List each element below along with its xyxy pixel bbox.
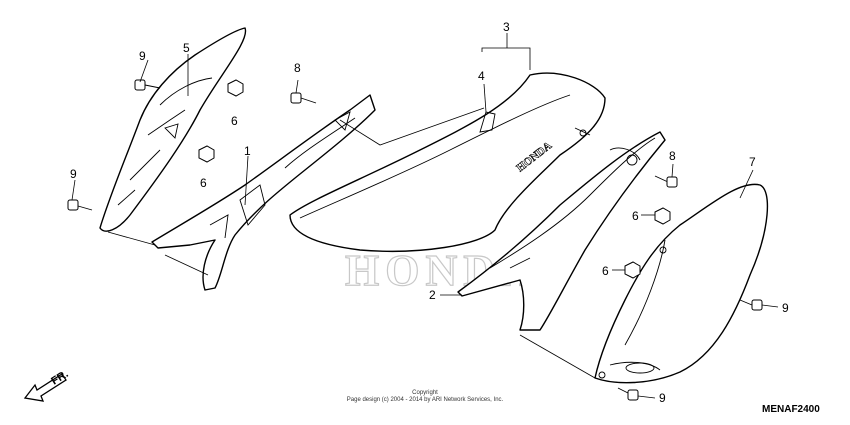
callout-6-c: 6	[632, 209, 639, 223]
copyright-notice: Copyright Page design (c) 2004 - 2014 by…	[290, 390, 560, 404]
callout-6-d: 6	[602, 264, 609, 278]
front-arrow-icon: FR.	[23, 368, 71, 402]
callout-7: 7	[749, 155, 756, 169]
copyright-line-1: Copyright	[412, 390, 438, 396]
callout-8-right: 8	[669, 149, 676, 163]
part-1-side-cover	[151, 94, 376, 291]
callout-6-a: 6	[231, 114, 238, 128]
bolt-8-left	[290, 92, 317, 104]
bolt-9-left	[67, 199, 93, 211]
nut-6-b	[198, 145, 215, 163]
callout-4: 4	[478, 69, 485, 83]
callout-9-right: 9	[782, 301, 789, 315]
bolt-9-bottom	[617, 387, 639, 401]
leader-lines	[71, 33, 779, 399]
callout-9-top-left: 9	[139, 49, 146, 63]
nut-6-a	[227, 79, 244, 97]
part-5-shroud	[99, 27, 247, 232]
bolt-9-right	[739, 299, 763, 311]
callout-9-bottom: 9	[659, 391, 666, 405]
diagram-code: MENAF2400	[762, 404, 820, 415]
callout-1: 1	[244, 144, 251, 158]
bolt-8-right	[654, 175, 678, 188]
nut-6-d	[624, 261, 641, 279]
callout-8-left: 8	[294, 61, 301, 75]
nut-6-c	[654, 207, 671, 225]
callout-2: 2	[429, 288, 436, 302]
callout-3: 3	[503, 20, 510, 34]
callout-5: 5	[183, 41, 190, 55]
callout-6-b: 6	[200, 176, 207, 190]
part-2-side-cover	[457, 131, 666, 331]
part-3-seat: HONDA	[289, 72, 606, 252]
part-7-number-plate	[594, 183, 769, 384]
bolt-9-top-left	[134, 79, 161, 91]
copyright-line-2: Page design (c) 2004 - 2014 by ARI Netwo…	[346, 397, 504, 403]
callout-9-left: 9	[70, 167, 77, 181]
